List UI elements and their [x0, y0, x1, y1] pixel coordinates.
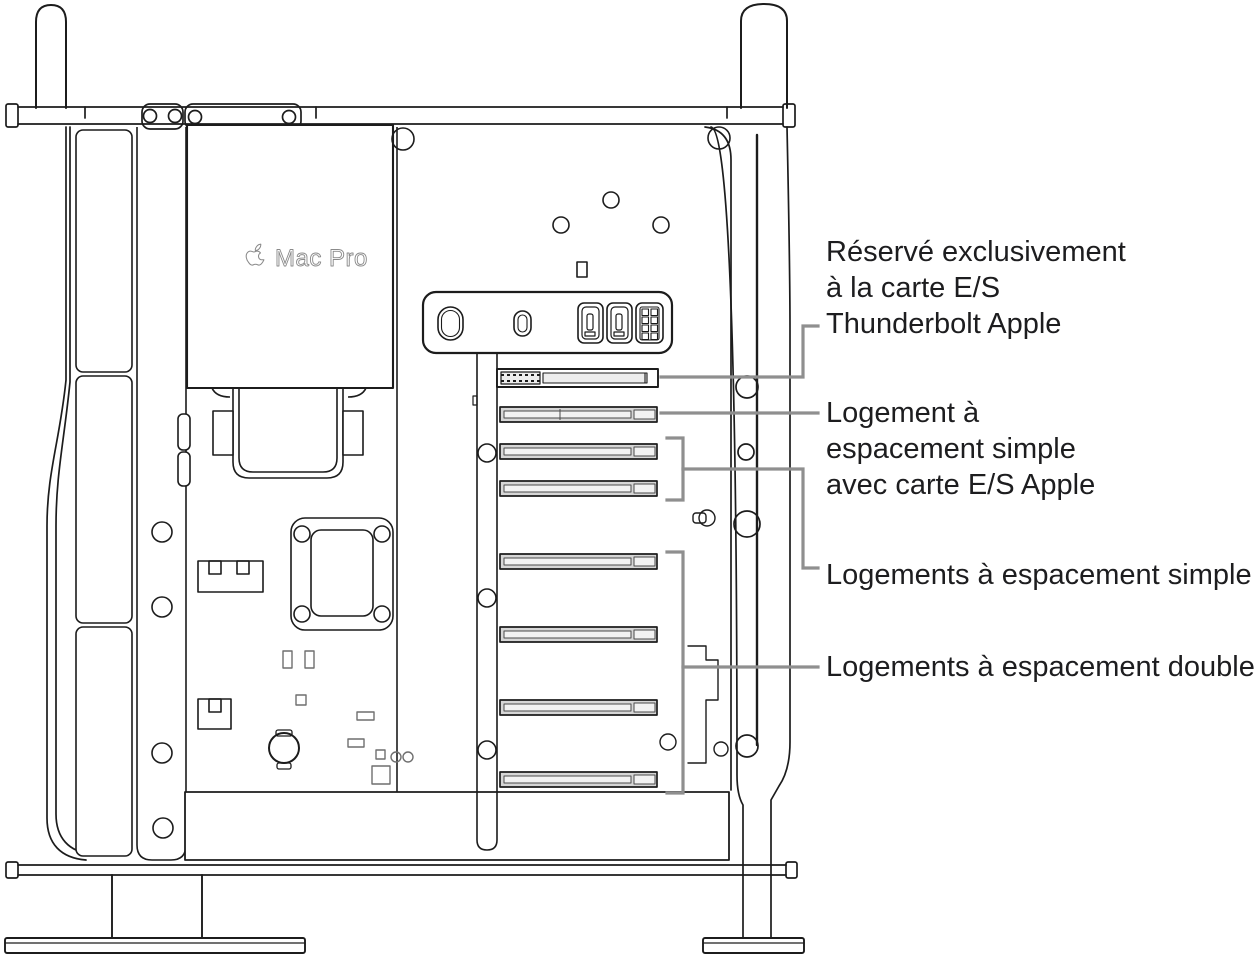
- bottom-compartment: [184, 791, 730, 861]
- screw-hole: [652, 216, 670, 234]
- left-handle: [35, 4, 67, 109]
- cpu-bracket: [290, 517, 394, 631]
- pcie-slot-3: [499, 443, 658, 460]
- left-case-edge: [46, 126, 93, 861]
- usb-c-port-icon: [513, 310, 532, 337]
- io-panel: [421, 290, 674, 355]
- right-handle: [740, 3, 788, 109]
- pcie-slot-2: [499, 406, 658, 423]
- pcie-slot-8: [499, 771, 658, 788]
- smd-components: [282, 650, 414, 785]
- callout-lines: [659, 324, 820, 795]
- top-rail: [5, 103, 796, 130]
- callout-bracket-double-wide: [665, 550, 820, 795]
- apple-logo-icon: [245, 243, 265, 266]
- chassis-frame: [4, 3, 805, 954]
- screw-hole: [391, 127, 415, 151]
- pcie-slot-5: [499, 553, 658, 570]
- screw-hole: [552, 216, 570, 234]
- io-panel-area: [391, 126, 731, 355]
- mac-pro-logo: Mac Pro: [245, 243, 368, 272]
- pin-grid-connector-icon: [635, 302, 664, 344]
- slot-rail: [472, 353, 498, 851]
- label-thunderbolt-io-slot: Réservé exclusivement à la carte E/S Thu…: [826, 236, 1126, 340]
- power-button-icon: [437, 306, 464, 341]
- logic-board-area: Mac Pro: [184, 123, 730, 861]
- drive-bays: [75, 129, 133, 857]
- device-label: Mac Pro: [275, 245, 368, 272]
- psu-enclosure: Mac Pro: [185, 123, 395, 390]
- thunderbolt-port-icon: [577, 302, 604, 344]
- interior-left: [75, 127, 191, 861]
- pcie-slot-6: [499, 626, 658, 643]
- screw-hole: [707, 126, 731, 150]
- left-support-rail: [136, 127, 191, 861]
- label-single-wide-slots: Logements à espacement simple: [826, 559, 1252, 591]
- callout-bracket-single-wide: [665, 436, 820, 570]
- left-foot: [4, 874, 306, 954]
- heatsink: [211, 387, 367, 479]
- right-foot: [702, 937, 805, 954]
- board-connectors: [197, 560, 264, 730]
- pcie-slot-7: [499, 699, 658, 716]
- latch-bracket: [687, 645, 719, 764]
- callout-line-thunderbolt-io: [659, 324, 820, 379]
- bottom-rail: [5, 861, 798, 879]
- small-cutout: [576, 261, 588, 278]
- screw-hole: [602, 191, 620, 209]
- pcie-slot-column: [472, 353, 659, 851]
- coin-cell-battery: [268, 729, 300, 770]
- label-single-wide-io-slot: Logement à espacement simple avec carte …: [826, 397, 1096, 501]
- label-double-wide-slots: Logements à espacement double: [826, 651, 1255, 683]
- thunderbolt-io-slot: [496, 368, 659, 388]
- pcie-slot-4: [499, 480, 658, 497]
- thunderbolt-port-icon: [606, 302, 633, 344]
